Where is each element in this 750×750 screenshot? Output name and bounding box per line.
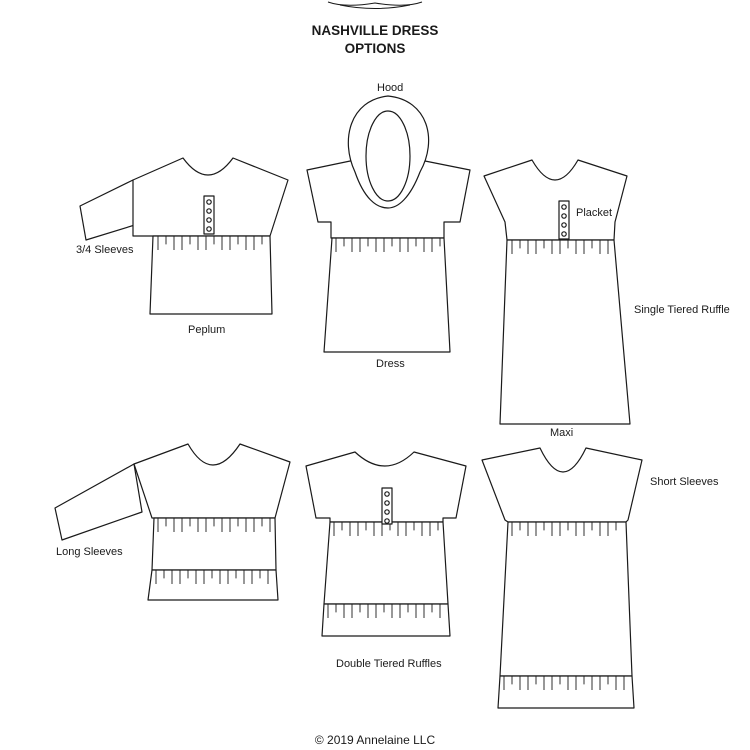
label-three-quarter-sleeves: 3/4 Sleeves — [76, 244, 134, 256]
label-placket: Placket — [576, 207, 613, 219]
placket-buttons — [558, 200, 570, 240]
label-peplum: Peplum — [188, 324, 226, 336]
label-short-sleeves: Short Sleeves — [650, 476, 719, 488]
label-dress: Dress — [376, 358, 405, 370]
title-line-1: NASHVILLE DRESS — [311, 23, 439, 38]
gather-lines — [335, 238, 441, 252]
placket-buttons — [203, 195, 215, 235]
label-hood: Hood — [377, 82, 404, 94]
gather-lines — [511, 240, 609, 254]
long-sleeve-garment — [54, 443, 291, 601]
hood-dress-garment — [306, 95, 471, 353]
gather-lines — [155, 518, 271, 584]
label-single-tiered-ruffle: Single Tiered Ruffle — [634, 304, 730, 316]
gather-lines — [503, 522, 625, 690]
maxi-placket-garment — [483, 159, 631, 425]
hood-opening — [365, 110, 411, 202]
title-line-2: OPTIONS — [344, 41, 406, 56]
double-tiered-garment — [305, 451, 467, 637]
peplum-garment — [79, 157, 289, 315]
label-long-sleeves: Long Sleeves — [56, 546, 123, 558]
short-sleeve-garment — [481, 447, 643, 709]
top-flourish — [327, 1, 423, 9]
copyright: © 2019 Annelaine LLC — [314, 733, 436, 747]
placket-buttons — [381, 487, 393, 525]
label-maxi: Maxi — [550, 427, 574, 439]
gather-lines — [157, 236, 263, 250]
page-title: NASHVILLE DRESS OPTIONS — [0, 22, 750, 58]
label-double-tiered-ruffles: Double Tiered Ruffles — [336, 658, 442, 670]
